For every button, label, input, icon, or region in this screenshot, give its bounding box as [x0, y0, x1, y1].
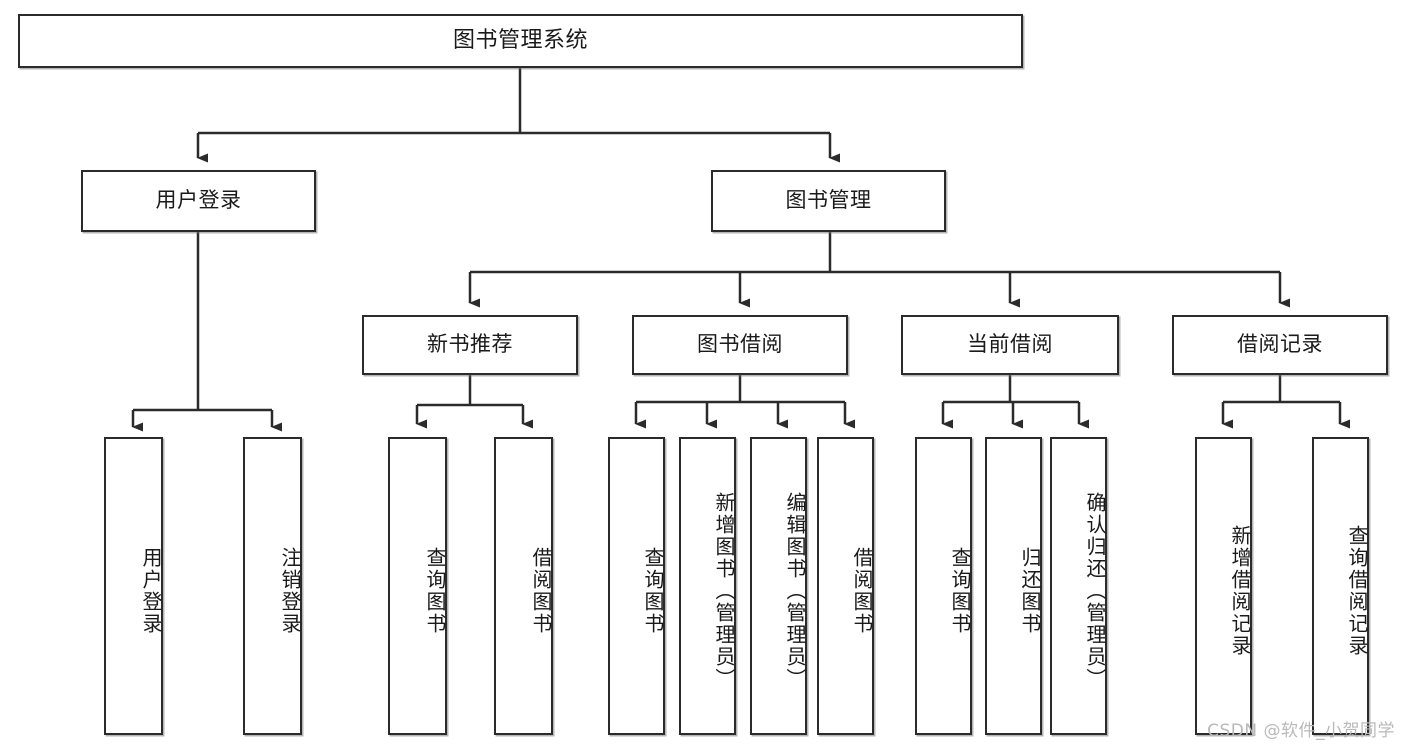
node-leaf-rec-search[interactable]: 查询借阅记录 — [1312, 437, 1369, 735]
node-label: 图书借阅 — [697, 332, 783, 357]
node-label: 查询图书 — [641, 547, 665, 635]
node-label: 图书管理 — [785, 188, 872, 213]
node-label: 查询图书 — [948, 547, 972, 635]
node-leaf-borrow-query[interactable]: 查询图书 — [608, 437, 665, 735]
node-leaf-borrow-edit[interactable]: 编辑图书（管理员） — [750, 437, 807, 735]
node-book-borrow[interactable]: 图书借阅 — [632, 315, 848, 375]
node-leaf-cur-query[interactable]: 查询图书 — [915, 437, 972, 735]
node-label: 新增图书（管理员） — [712, 492, 736, 690]
node-label: 确认归还（管理员） — [1083, 492, 1107, 690]
node-label: 借阅记录 — [1237, 332, 1323, 357]
node-label: 归还图书 — [1018, 547, 1042, 635]
watermark: CSDN @软件_小贺同学 — [1207, 721, 1395, 741]
node-leaf-borrow-add[interactable]: 新增图书（管理员） — [679, 437, 736, 735]
node-leaf-user-login[interactable]: 用户登录 — [104, 437, 163, 735]
node-label: 用户登录 — [139, 547, 163, 635]
node-leaf-rec-query[interactable]: 查询图书 — [388, 437, 447, 735]
node-user-login[interactable]: 用户登录 — [81, 170, 316, 232]
node-current-borrow[interactable]: 当前借阅 — [901, 315, 1119, 375]
node-label: 查询借阅记录 — [1345, 525, 1369, 657]
node-label: 图书管理系统 — [452, 27, 588, 53]
node-label: 注销登录 — [278, 547, 302, 635]
node-label: 新书推荐 — [427, 332, 513, 357]
node-label: 借阅图书 — [850, 547, 874, 635]
node-leaf-borrow-do[interactable]: 借阅图书 — [817, 437, 874, 735]
node-leaf-cur-return[interactable]: 归还图书 — [985, 437, 1042, 735]
node-new-book-rec[interactable]: 新书推荐 — [362, 315, 578, 375]
node-label: 查询图书 — [423, 547, 447, 635]
node-label: 编辑图书（管理员） — [783, 492, 807, 690]
node-root[interactable]: 图书管理系统 — [18, 14, 1023, 68]
node-leaf-user-logout[interactable]: 注销登录 — [243, 437, 302, 735]
node-book-manage[interactable]: 图书管理 — [711, 170, 946, 232]
node-leaf-rec-add[interactable]: 新增借阅记录 — [1195, 437, 1252, 735]
node-leaf-cur-confirm[interactable]: 确认归还（管理员） — [1050, 437, 1107, 735]
node-leaf-rec-borrow[interactable]: 借阅图书 — [494, 437, 553, 735]
node-label: 当前借阅 — [967, 332, 1053, 357]
node-label: 用户登录 — [155, 188, 242, 213]
node-borrow-record[interactable]: 借阅记录 — [1172, 315, 1388, 375]
node-label: 新增借阅记录 — [1228, 525, 1252, 657]
node-label: 借阅图书 — [529, 547, 553, 635]
